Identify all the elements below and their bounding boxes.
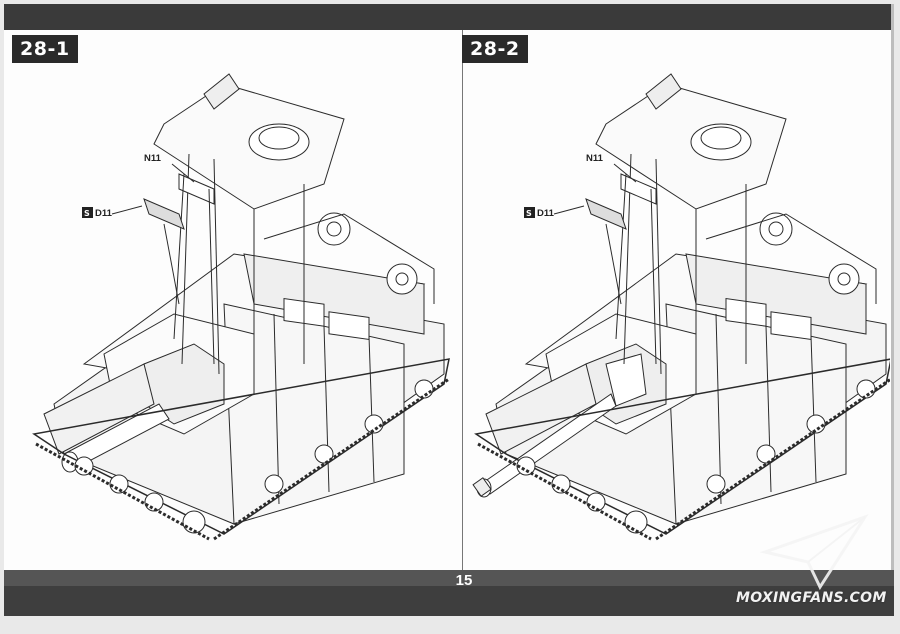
part-label-n11: N11 xyxy=(144,153,162,164)
step-badge-28-1: 28-1 xyxy=(12,35,78,63)
page-number: 15 xyxy=(455,572,473,589)
page-edge xyxy=(891,4,894,616)
top-bar xyxy=(4,4,894,30)
bottom-bar xyxy=(4,570,894,616)
svg-text:S: S xyxy=(526,209,532,218)
sprue-marker-icon: S xyxy=(524,207,535,218)
panel-divider xyxy=(462,30,463,570)
instruction-page: 28-1 28-2 xyxy=(4,4,894,616)
watermark-text: MOXINGFANS.COM xyxy=(736,590,887,606)
sprue-marker-icon: S xyxy=(82,207,93,218)
part-label-n11: N11 xyxy=(586,153,604,164)
assembly-drawing-28-1: N11 S D11 xyxy=(32,73,450,541)
paper-plane-icon xyxy=(760,514,869,591)
step-badge-28-2: 28-2 xyxy=(462,35,528,63)
part-label-d11: D11 xyxy=(537,208,555,219)
svg-text:S: S xyxy=(84,209,90,218)
part-label-d11: D11 xyxy=(95,208,113,219)
assembly-drawing-28-2: N11 S D11 xyxy=(472,73,890,541)
